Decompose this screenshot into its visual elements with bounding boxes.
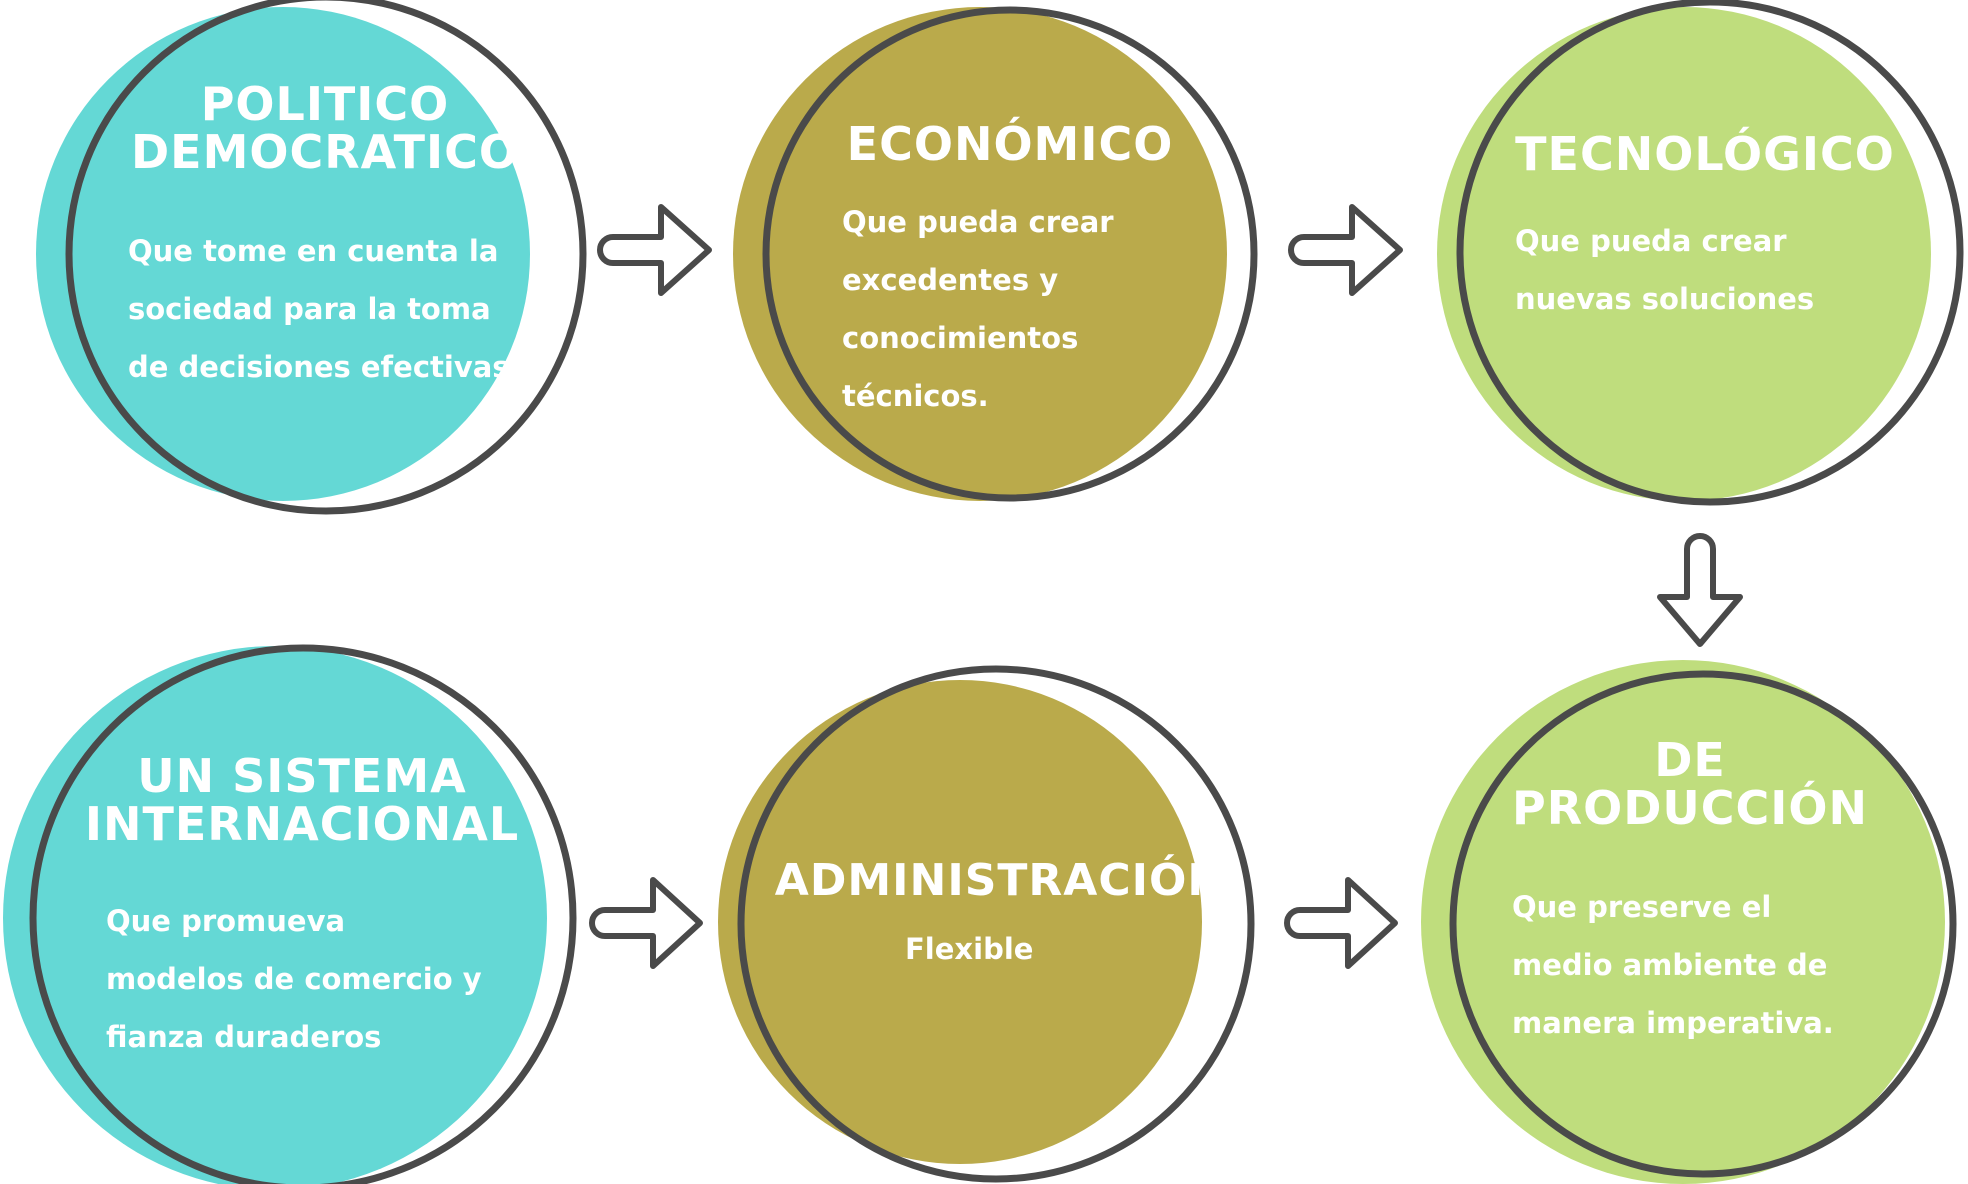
node-internacional-title: UN SISTEMA INTERNACIONAL [84,749,520,852]
arrow-right-icon [1284,877,1398,969]
node-economico-ring [762,6,1258,502]
node-tecnologico-title: TECNOLÓGICO [1515,127,1895,181]
node-politico-ring [65,0,587,515]
node-economico-title: ECONÓMICO [846,117,1174,171]
node-politico-fill [36,7,530,501]
node-economico-fill [733,7,1227,501]
node-internacional-shape [3,644,577,1184]
node-internacional-ring [29,644,577,1184]
node-administracion-description: Flexible [905,932,1034,966]
node-internacional-fill [3,646,547,1184]
node-politico-title: POLITICO DEMOCRATICO [130,77,520,180]
arrow-down-icon [1657,533,1743,647]
node-administracion-shape [718,665,1255,1183]
node-produccion-ring [1449,670,1957,1178]
node-tecnologico-fill [1437,7,1931,501]
node-administracion-ring [737,665,1255,1183]
node-administracion-fill [718,680,1202,1164]
node-tecnologico-description: Que pueda crear nuevas soluciones [1515,224,1815,316]
arrow-right-icon [589,877,703,969]
node-produccion-fill [1421,660,1945,1184]
node-economico-shape [733,6,1258,502]
node-tecnologico-ring [1456,0,1964,506]
node-economico-description: Que pueda crear excedentes y conocimient… [842,205,1114,413]
node-administracion-title: ADMINISTRACIÓN [774,855,1226,906]
node-politico-description: Que tome en cuenta la sociedad para la t… [128,234,521,384]
arrow-right-icon [597,204,712,296]
node-tecnologico-shape [1437,0,1964,506]
node-produccion-title: DE PRODUCCIÓN [1511,733,1868,836]
arrow-right-icon [1288,204,1403,296]
node-produccion-description: Que preserve el medio ambiente de manera… [1512,890,1834,1040]
node-politico-shape [36,0,587,515]
node-produccion-shape [1421,660,1957,1184]
node-internacional-description: Que promueva modelos de comercio y fianz… [106,904,482,1054]
